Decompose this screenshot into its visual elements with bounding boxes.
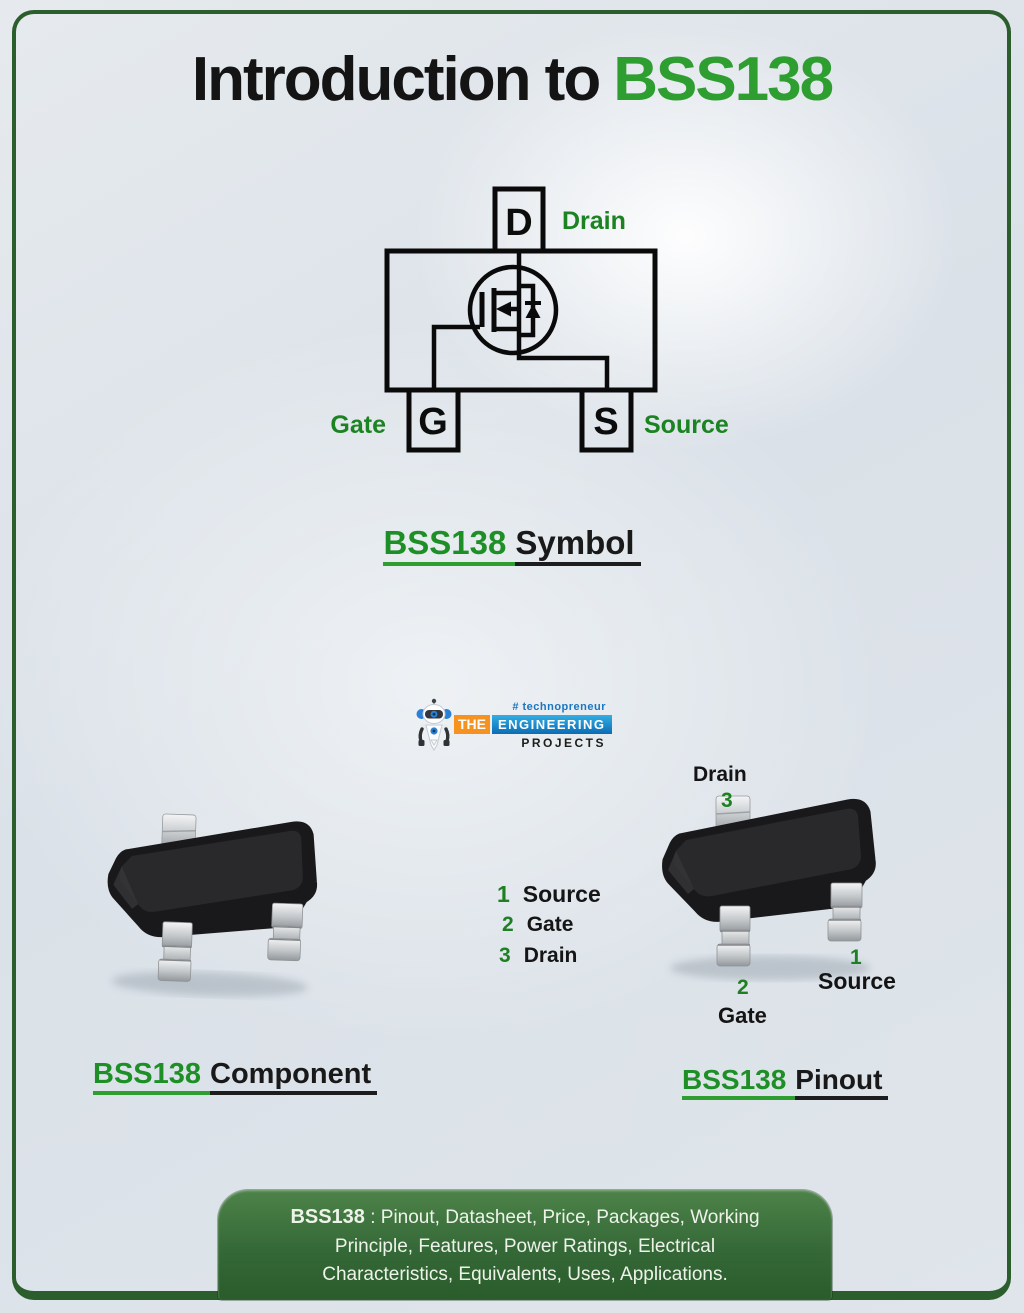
title-green-part: BSS138	[613, 45, 834, 114]
body-arrow	[496, 301, 511, 317]
pinout-drain-label: Drain	[693, 763, 747, 786]
pinout-drain-number: 3	[721, 789, 733, 812]
logo-engineering-box: ENGINEERING	[492, 715, 612, 734]
symbol-caption-green: BSS138	[383, 524, 516, 566]
pin-letter-d: D	[505, 202, 532, 244]
logo-projects-label: PROJECTS	[521, 736, 606, 750]
bss138-component-photo	[95, 806, 340, 1006]
title-black-part: Introduction to	[191, 45, 601, 114]
pin-letter-g: G	[418, 401, 448, 443]
transistor-circle	[467, 264, 559, 356]
mosfet-symbol-diagram: D G S Drain Gate Source	[330, 186, 729, 453]
pin-letter-s: S	[593, 401, 618, 443]
banner-line-3: Characteristics, Equivalents, Uses, Appl…	[322, 1264, 728, 1285]
bss138-pinout-photo	[650, 788, 900, 988]
legend-name-gate: Gate	[526, 913, 574, 936]
banner-line-2: Principle, Features, Power Ratings, Elec…	[334, 1235, 716, 1257]
legend-num-1: 1	[497, 881, 510, 907]
logo-tagline: # technopreneur	[512, 701, 606, 713]
legend-row-drain: 3 Drain	[499, 944, 577, 968]
engineering-projects-logo: # technopreneur THE ENGINEERING PROJECTS	[414, 697, 612, 755]
pinout-caption-green: BSS138	[682, 1064, 796, 1100]
banner-part-number: BSS138	[290, 1206, 365, 1228]
source-label: Source	[644, 411, 729, 439]
gate-trace	[431, 324, 480, 390]
pinout-caption-black: Pinout	[795, 1064, 889, 1100]
gate-label: Gate	[330, 411, 386, 439]
legend-row-gate: 2 Gate	[502, 913, 573, 937]
banner-line-1: BSS138 : Pinout, Datasheet, Price, Packa…	[218, 1203, 832, 1233]
pinout-source-label: Source	[818, 968, 896, 994]
drain-label: Drain	[562, 207, 626, 235]
banner-line-1-text: : Pinout, Datasheet, Price, Packages, Wo…	[364, 1207, 760, 1228]
component-caption-black: Component	[210, 1058, 378, 1095]
drain-source-trace	[516, 251, 610, 390]
robot-mascot-icon	[416, 698, 452, 751]
legend-num-2: 2	[502, 913, 514, 936]
legend-name-drain: Drain	[523, 944, 578, 967]
body-diode-triangle	[525, 304, 541, 318]
legend-name-source: Source	[522, 881, 601, 907]
pinout-source-number: 1	[850, 946, 862, 969]
legend-num-3: 3	[499, 944, 511, 967]
symbol-caption-black: Symbol	[515, 524, 641, 566]
logo-the-box: THE	[454, 715, 490, 734]
legend-row-source: 1 Source	[497, 881, 601, 908]
summary-banner: BSS138 : Pinout, Datasheet, Price, Packa…	[218, 1190, 832, 1300]
pinout-gate-number: 2	[737, 976, 749, 999]
pinout-gate-label: Gate	[718, 1003, 767, 1028]
component-caption-green: BSS138	[93, 1058, 211, 1095]
